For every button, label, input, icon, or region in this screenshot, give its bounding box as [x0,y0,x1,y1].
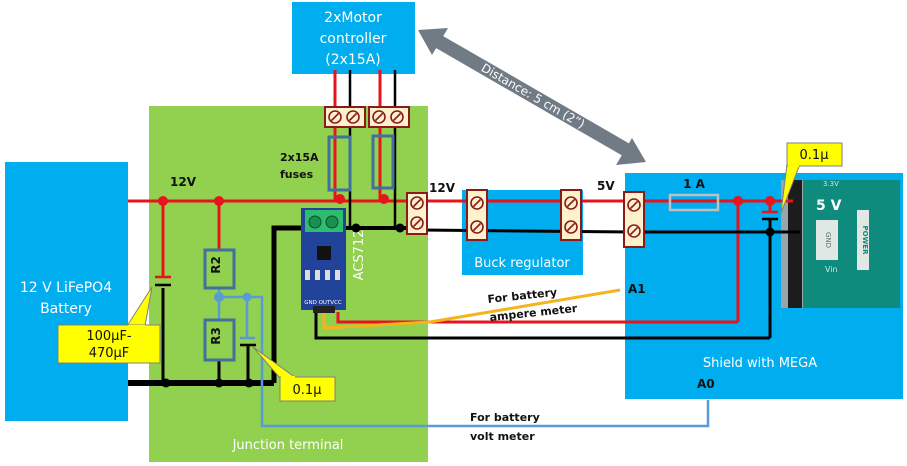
acs712-label: ACS712 [352,230,367,281]
fuse-1a-label: 1 A [683,177,706,191]
volt-meter-label-line2: volt meter [470,430,535,443]
motor-controller-line2: controller [320,31,387,47]
junction-terminal-label: Junction terminal [232,438,344,453]
board-cap-label: 0.1µ [800,148,829,163]
motor-controller-line3: (2x15A) [325,52,381,68]
shield-mega-label: Shield with MEGA [703,356,817,371]
board-capacitor-callout: 0.1µ [780,142,843,214]
acs712-module: GND OUTVCC [301,208,346,313]
resistor-r2 [203,248,236,290]
board-vin-label: Vin [825,265,838,274]
motor-terminal-2 [368,106,410,128]
black-junction-dots [161,223,775,388]
volt-meter-label-line1: For battery [470,411,540,424]
divider-node [214,292,224,302]
board-33v-label: 3.3V [823,180,839,188]
acs712-pin-labels: GND OUTVCC [304,300,342,306]
board-capacitor [762,210,778,221]
wire-ampere-sense [322,288,621,330]
motor-controller-block [292,2,415,74]
buck-in-terminal [466,189,488,241]
red-junction-dots [158,194,775,206]
pin-a0-label: A0 [697,377,715,391]
board-gnd-label: GND [824,232,832,248]
fuse-1a [668,193,720,212]
battery-label-line2: Battery [40,301,92,317]
fuses-label-line2: fuses [280,168,314,181]
fuse-15a-1 [327,135,352,192]
junction-out-terminal [406,192,428,235]
pin-a1-label: A1 [628,282,646,296]
battery-block [5,162,128,421]
fuses-label-line1: 2x15A [280,151,319,164]
distance-arrow: Distance: 5 cm (2”) [418,28,646,165]
r2-label: R2 [209,256,223,274]
bulk-cap-line1: 100µF- [86,329,132,344]
fuse-15a-2 [371,134,395,190]
divider-capacitor [240,336,256,347]
motor-terminal-1 [324,106,366,128]
buck-regulator-label: Buck regulator [474,256,570,271]
divider-capacitor-callout: 0.1µ [252,346,336,402]
v12-label-left: 12V [170,175,197,189]
v5-label: 5V [597,179,615,193]
divider-cap-label: 0.1µ [293,383,322,398]
motor-controller-line1: 2xMotor [324,10,382,26]
v12-label-right: 12V [429,181,456,195]
r3-label: R3 [209,327,223,345]
shield-in-terminal [623,191,645,248]
bulk-cap-line2: 470µF [89,346,130,361]
bulk-capacitor-callout: 100µF- 470µF [57,286,161,364]
arduino-board-photo: GND POWER Vin 3.3V 5 V [781,180,900,308]
bulk-capacitor [155,275,171,287]
distance-label: Distance: 5 cm (2”) [479,61,587,132]
battery-label-line1: 12 V LiFePO4 [20,280,112,296]
board-power-label: POWER [861,226,869,256]
divider-cap-node [242,292,252,302]
buck-out-terminal [560,189,582,241]
board-5v-label: 5 V [816,198,842,214]
resistor-r3 [203,318,236,362]
